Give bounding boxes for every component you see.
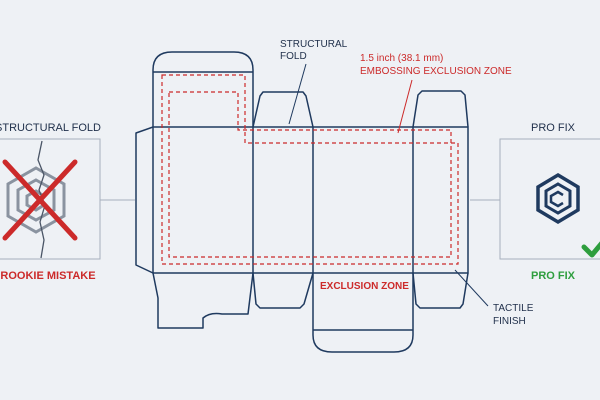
bottom-dust-flap <box>412 272 469 309</box>
exclusion-outline-inner <box>168 91 452 258</box>
top-tuck-flap <box>152 51 254 127</box>
embossing-zone-label-line2: EMBOSSING EXCLUSION ZONE <box>360 66 512 77</box>
green-check-icon <box>581 241 600 258</box>
box-dieline <box>135 51 469 353</box>
leader-lines <box>288 63 489 307</box>
right-panel: PRO FIX PRO FIX <box>470 122 600 282</box>
left-panel: STRUCTURAL FOLD ROOKIE MISTAKE <box>0 122 135 282</box>
bottom-lock-flap <box>152 272 254 329</box>
right-panel-title: PRO FIX <box>531 122 576 134</box>
right-panel-caption: PRO FIX <box>531 270 576 282</box>
tactile-finish-label-line1: TACTILE <box>493 303 534 314</box>
bottom-tuck-flap <box>312 273 414 353</box>
main-panel <box>152 126 469 274</box>
embossing-zone-label-line1: 1.5 inch (38.1 mm) <box>360 53 443 64</box>
glue-flap <box>135 126 154 274</box>
structural-fold-leader <box>288 63 307 125</box>
exclusion-zone-label: EXCLUSION ZONE <box>320 281 409 292</box>
embossing-exclusion-zone <box>161 74 459 265</box>
right-panel-frame <box>499 138 600 260</box>
hexagon-logo-icon <box>6 166 66 234</box>
embossing-zone-leader <box>397 79 413 134</box>
bottom-dust-flap <box>252 272 314 309</box>
left-panel-caption: ROOKIE MISTAKE <box>0 270 95 282</box>
top-dust-flap <box>252 91 314 128</box>
structural-fold-label-line2: FOLD <box>280 51 307 62</box>
tactile-finish-label-line2: FINISH <box>493 316 526 327</box>
hexagon-logo-icon <box>536 172 580 225</box>
left-panel-frame <box>0 138 101 260</box>
structural-fold-label-line1: STRUCTURAL <box>280 39 348 50</box>
exclusion-outline-outer <box>161 74 459 265</box>
red-x-icon <box>2 159 78 241</box>
tactile-finish-leader <box>454 269 489 307</box>
top-dust-flap <box>412 90 469 128</box>
left-panel-title: STRUCTURAL FOLD <box>0 122 101 134</box>
